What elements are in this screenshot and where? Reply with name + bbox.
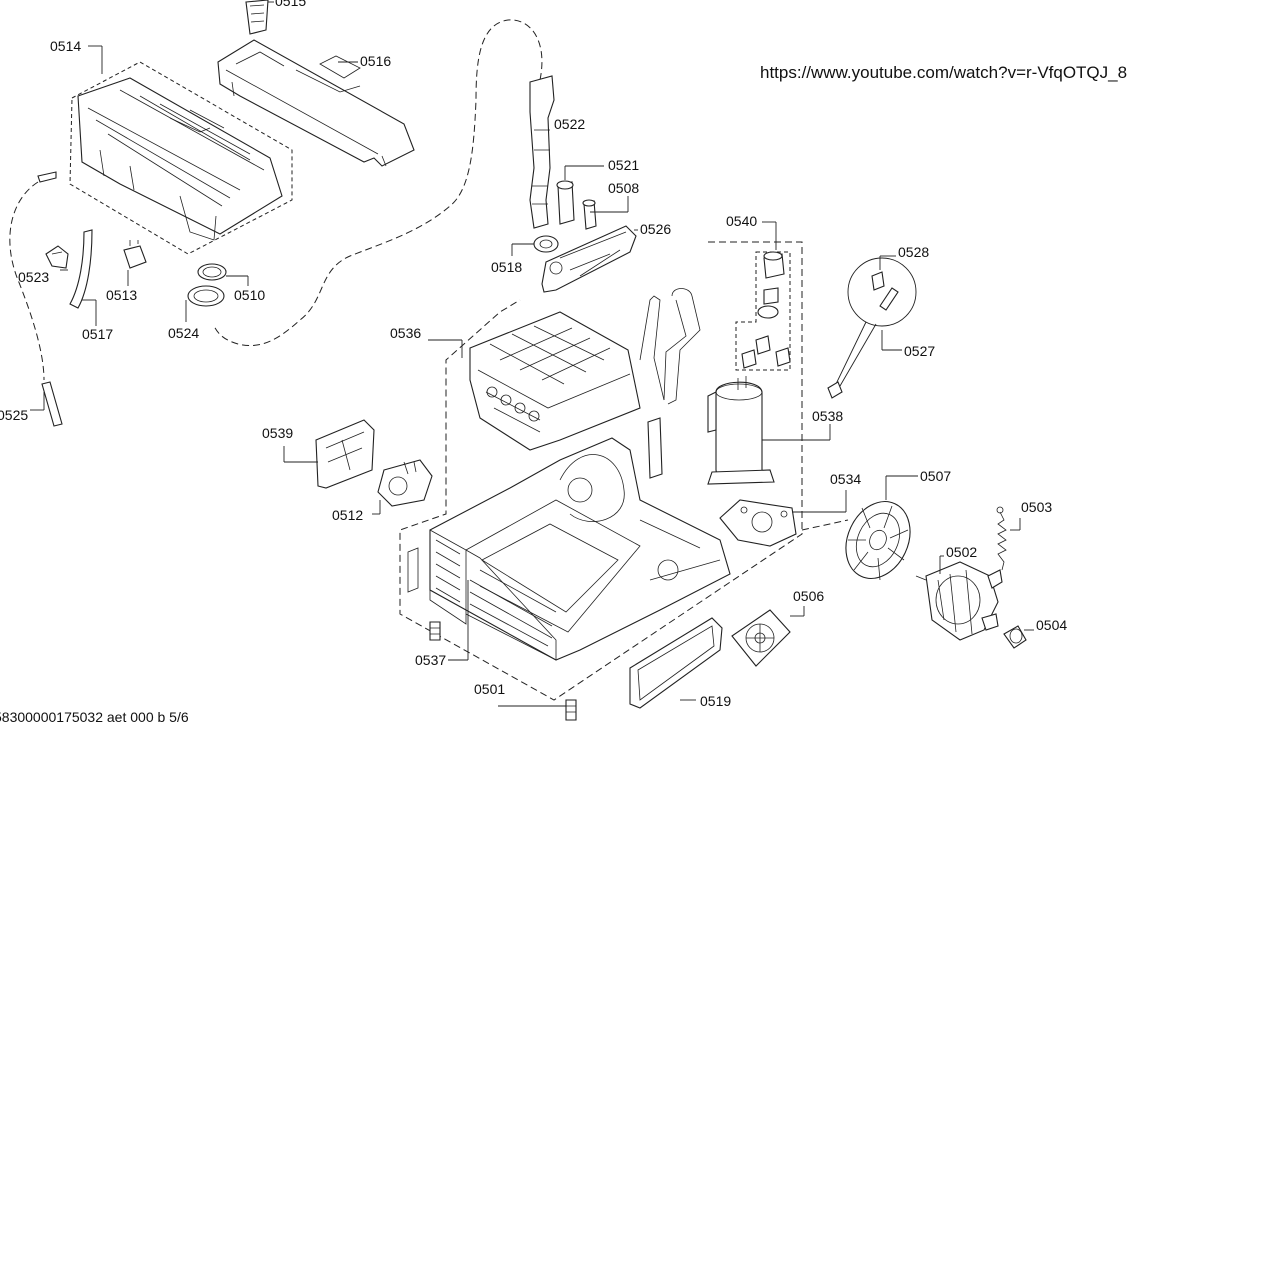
part-0536-heat-exchanger	[469, 311, 641, 451]
label-0501: 0501	[474, 681, 505, 697]
part-0501-base	[407, 437, 731, 661]
label-0508: 0508	[608, 180, 639, 196]
label-0518: 0518	[491, 259, 522, 275]
label-0527: 0527	[904, 343, 935, 359]
part-0534-mount-plate	[719, 499, 797, 547]
label-0521: 0521	[608, 157, 639, 173]
label-0514: 0514	[50, 38, 81, 54]
label-0515: 0515	[275, 0, 306, 9]
label-0502: 0502	[946, 544, 977, 560]
part-0506-cooling-fan	[731, 609, 791, 667]
part-0524-ring	[187, 285, 225, 307]
label-0503: 0503	[1021, 499, 1052, 515]
part-0522-hose	[529, 75, 555, 229]
label-0523: 0523	[18, 269, 49, 285]
label-0522: 0522	[554, 116, 585, 132]
label-0525: 0525	[0, 407, 28, 423]
label-0528: 0528	[898, 244, 929, 260]
refrigerant-pipe	[639, 288, 701, 479]
label-0504: 0504	[1036, 617, 1067, 633]
part-0525-drain-hose	[9, 171, 63, 427]
label-0507: 0507	[920, 468, 951, 484]
part-0528-0527-sensor-callout	[827, 257, 917, 399]
part-0526-bracket	[541, 225, 637, 293]
part-0540-valve-set	[735, 251, 791, 371]
label-0516: 0516	[360, 53, 391, 69]
part-0508-insert	[582, 199, 597, 230]
document-code-text: 58300000175032 aet 000 b 5/6	[0, 709, 189, 725]
base-assembly-dashed-frame	[399, 241, 803, 701]
label-0506: 0506	[793, 588, 824, 604]
part-0537-screw	[429, 621, 441, 641]
part-0510-ring	[197, 263, 227, 281]
part-0523-clip	[45, 245, 69, 269]
part-0501-screw	[565, 699, 577, 721]
part-0512-valve	[377, 459, 433, 507]
label-0512: 0512	[332, 507, 363, 523]
label-0540: 0540	[726, 213, 757, 229]
part-0516-cover	[217, 39, 415, 167]
label-0536: 0536	[390, 325, 421, 341]
part-0539-bracket	[315, 419, 375, 489]
label-0510: 0510	[234, 287, 265, 303]
part-0513-sensor	[123, 240, 147, 269]
part-0507-blower-wheel	[845, 501, 911, 581]
label-0537: 0537	[415, 652, 446, 668]
label-0526: 0526	[640, 221, 671, 237]
part-0519-gasket	[629, 617, 723, 709]
label-0519: 0519	[700, 693, 731, 709]
part-0517-tube	[69, 229, 93, 309]
part-0521-filter	[556, 180, 575, 225]
part-0518-seal	[533, 235, 559, 253]
label-0534: 0534	[830, 471, 861, 487]
part-0514-housing	[69, 61, 293, 255]
label-0524: 0524	[168, 325, 199, 341]
label-0539: 0539	[262, 425, 293, 441]
label-0517: 0517	[82, 326, 113, 342]
part-0504-coupling	[1003, 625, 1027, 649]
part-0515-clip	[245, 0, 274, 35]
part-0502-motor	[915, 561, 1003, 641]
part-0538-compressor	[707, 376, 775, 485]
video-url-text: https://www.youtube.com/watch?v=r-VfqOTQ…	[760, 63, 1127, 82]
part-0503-spring	[996, 506, 1007, 571]
label-0513: 0513	[106, 287, 137, 303]
label-0538: 0538	[812, 408, 843, 424]
